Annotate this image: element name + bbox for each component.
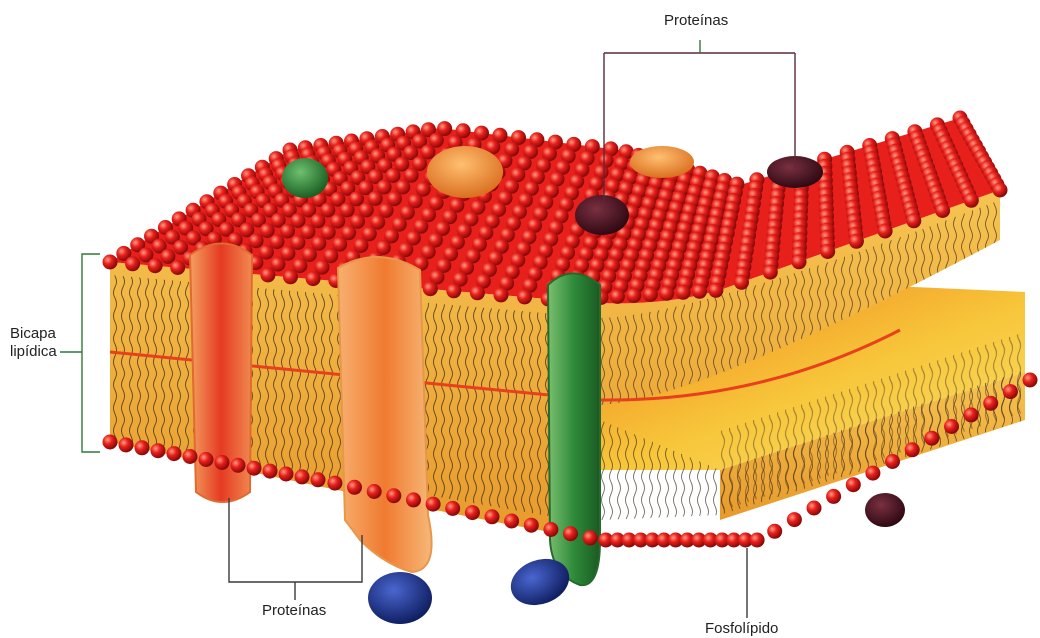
lipid-head xyxy=(199,452,214,467)
lipid-head xyxy=(517,289,532,304)
lipid-head xyxy=(643,287,658,302)
lipid-head xyxy=(826,489,841,504)
lipid-head xyxy=(485,509,500,524)
lipid-head xyxy=(311,472,326,487)
lipid-head xyxy=(406,492,421,507)
lipid-head xyxy=(885,454,900,469)
protein-blue-1 xyxy=(368,572,432,624)
lipid-head xyxy=(446,283,461,298)
proteins-bottom-label: Proteínas xyxy=(262,602,326,620)
lipid-head xyxy=(964,193,979,208)
lipid-head xyxy=(944,419,959,434)
lipid-head xyxy=(260,267,275,282)
lipid-head xyxy=(906,213,921,228)
lipid-head xyxy=(306,271,321,286)
bilayer-label-line2: lipídica xyxy=(10,343,57,361)
lipid-head xyxy=(935,203,950,218)
lipid-head xyxy=(279,467,294,482)
lipid-head xyxy=(846,477,861,492)
lipid-head xyxy=(327,476,342,491)
lipid-head xyxy=(983,396,998,411)
bracket-bilayer xyxy=(60,254,100,452)
lipid-head xyxy=(215,455,230,470)
lipid-head xyxy=(964,407,979,422)
lipid-head xyxy=(170,260,185,275)
lipid-head xyxy=(610,289,625,304)
lipid-head xyxy=(103,255,118,270)
lipid-head xyxy=(135,440,150,455)
lipid-head xyxy=(231,458,246,473)
lipid-head xyxy=(905,442,920,457)
lipid-head xyxy=(386,488,401,503)
lipid-head xyxy=(820,244,835,259)
lipid-head xyxy=(367,484,382,499)
protein-maroon-1 xyxy=(575,195,629,235)
lipid-head xyxy=(1023,373,1038,388)
lipid-head xyxy=(151,443,166,458)
bilayer-label-line1: Bicapa xyxy=(10,325,57,343)
lipid-head xyxy=(247,461,262,476)
lipid-head xyxy=(494,287,509,302)
lipid-head xyxy=(583,530,598,545)
lipid-head xyxy=(249,233,264,248)
lipid-head xyxy=(849,234,864,249)
lipid-head xyxy=(295,469,310,484)
lipid-head xyxy=(734,275,749,290)
lipid-head xyxy=(626,288,641,303)
lipid-head xyxy=(125,256,140,271)
protein-orange-dome xyxy=(427,146,503,198)
protein-maroon-3 xyxy=(865,493,905,527)
lipid-head xyxy=(263,464,278,479)
lipid-head xyxy=(763,265,778,280)
lipid-head xyxy=(119,437,134,452)
lipid-head xyxy=(183,449,198,464)
lipid-head xyxy=(676,285,691,300)
phospholipid-label: Fosfolípido xyxy=(705,620,778,638)
protein-green-top xyxy=(282,158,328,198)
lipid-head xyxy=(993,183,1008,198)
lipid-head xyxy=(167,446,182,461)
lipid-head xyxy=(807,501,822,516)
bracket-proteins-bottom xyxy=(229,498,362,600)
lipid-head xyxy=(504,514,519,529)
lipid-head xyxy=(924,431,939,446)
protein-channel-orange xyxy=(338,257,432,572)
lipid-head xyxy=(787,512,802,527)
lipid-head xyxy=(692,284,707,299)
lipid-head xyxy=(865,466,880,481)
lipid-head xyxy=(878,224,893,239)
bilayer-label: Bicapa lipídica xyxy=(10,325,57,361)
lipid-head xyxy=(792,254,807,269)
lipid-head xyxy=(148,258,163,273)
proteins-top-label: Proteínas xyxy=(664,12,728,30)
lipid-head xyxy=(470,285,485,300)
lipid-head xyxy=(708,283,723,298)
lipid-head xyxy=(426,497,441,512)
lipid-head xyxy=(283,269,298,284)
lipid-head xyxy=(543,522,558,537)
lipid-head xyxy=(347,480,362,495)
lipid-head xyxy=(767,524,782,539)
lipid-head xyxy=(750,533,765,548)
lipid-head xyxy=(1003,384,1018,399)
lipid-head xyxy=(465,505,480,520)
protein-orange-dome-2 xyxy=(630,146,694,178)
lipid-head xyxy=(524,518,539,533)
lipid-head xyxy=(563,526,578,541)
lipid-head xyxy=(423,281,438,296)
lipid-head xyxy=(659,286,674,301)
lipid-head xyxy=(103,435,118,450)
lipid-head xyxy=(445,501,460,516)
